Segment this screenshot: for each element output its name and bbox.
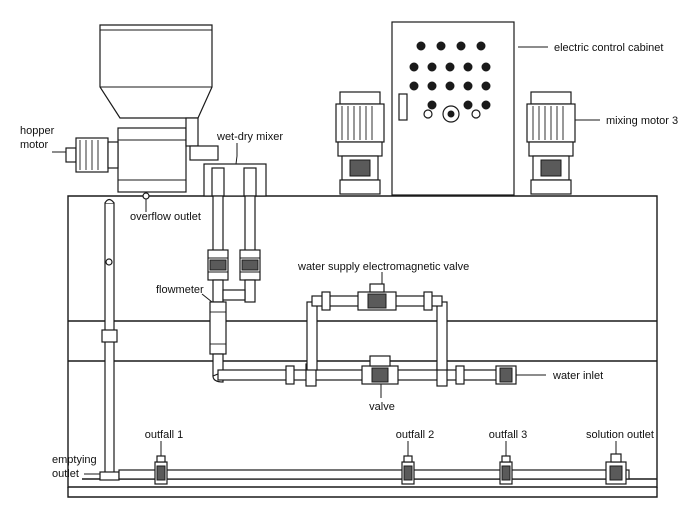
label-emptying-outlet-line2: outlet [52,468,79,480]
label-hopper-motor-line2: motor [20,139,48,151]
label-wet-dry-mixer: wet-dry mixer [216,131,283,143]
label-emptying-outlet-line1: emptying [52,454,97,466]
label-outfall-2: outfall 2 [396,429,435,441]
label-overflow-outlet: overflow outlet [130,211,201,223]
mixing-motor-3 [526,91,576,195]
label-hopper-motor-line1: hopper [20,125,55,137]
hopper-motor [65,137,119,173]
label-outfall-3: outfall 3 [489,429,528,441]
water-inlet-fitting [495,365,517,385]
water-supply-electromagnetic-valve [357,283,397,311]
wet-dry-mixer [203,163,267,197]
labels: electric control cabinet mixing motor 3 … [20,42,678,480]
label-water-supply-electromagnetic-valve: water supply electromagnetic valve [297,261,469,273]
solution-outlet-valve [605,453,627,485]
label-electric-control-cabinet: electric control cabinet [554,42,663,54]
outfall-1-valve [154,455,168,485]
label-solution-outlet: solution outlet [586,429,654,441]
outfall-3-valve [499,455,513,485]
mixing-motor-2 [335,91,385,195]
flowmeter [209,301,227,355]
label-outfall-1: outfall 1 [145,429,184,441]
label-valve: valve [369,401,395,413]
valve [361,355,399,385]
piping [118,195,630,485]
label-mixing-motor-3: mixing motor 3 [606,115,678,127]
tank [67,195,658,498]
leader-lines [52,46,617,475]
electric-control-cabinet [391,21,515,196]
overflow-pipe [99,192,150,481]
hopper-assembly [65,24,267,197]
label-water-inlet: water inlet [552,370,603,382]
label-flowmeter: flowmeter [156,284,204,296]
outfall-2-valve [401,455,415,485]
